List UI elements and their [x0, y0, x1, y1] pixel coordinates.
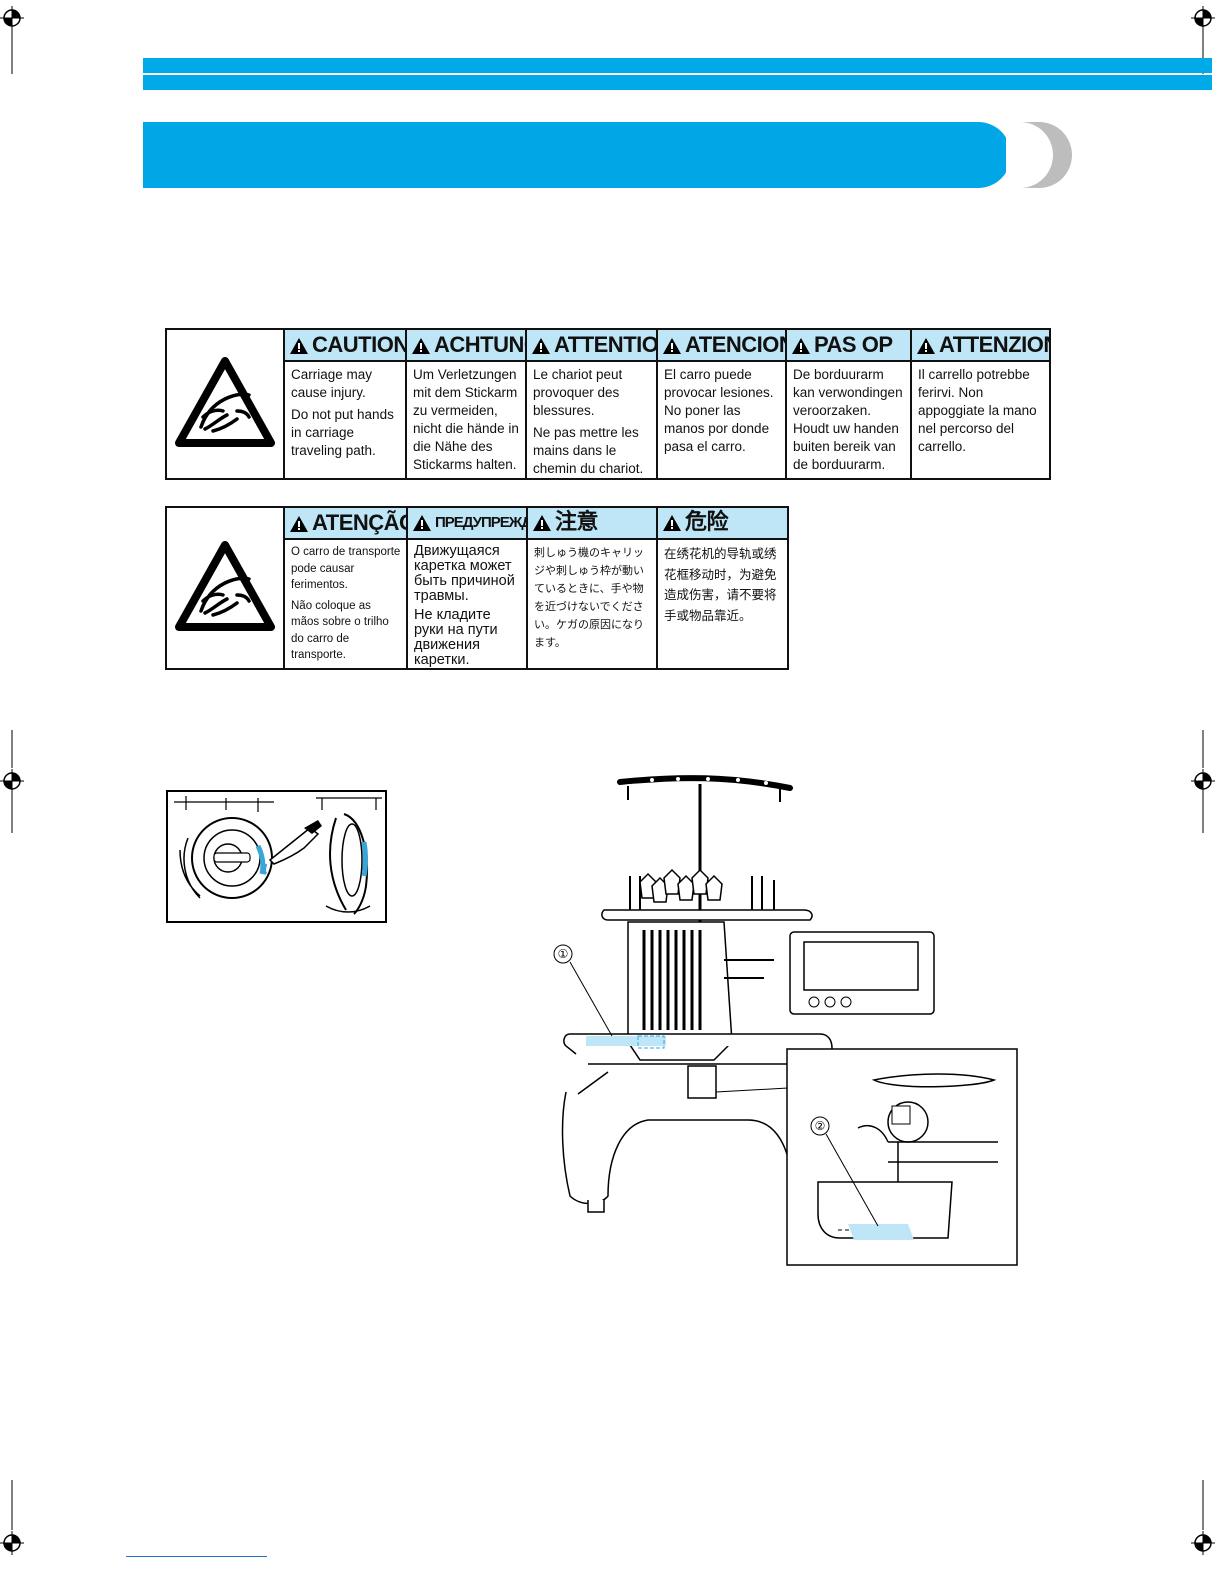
hand-crush-warning-icon — [175, 357, 275, 447]
registration-mark-top-left — [0, 6, 24, 30]
callout-2-label: ② — [815, 1119, 826, 1133]
warning-pictogram-cell — [165, 328, 285, 480]
warning-heading: ПРЕДУПРЕЖДЕНИЕ — [406, 506, 528, 540]
warning-heading: 危险 — [656, 506, 789, 540]
warning-triangle-icon — [411, 337, 431, 355]
warning-triangle-icon — [662, 337, 682, 355]
warning-triangle-icon — [532, 514, 552, 532]
warning-pictogram-cell — [165, 506, 285, 670]
banner-end-cap — [1006, 122, 1072, 188]
registration-mark-bottom-left — [0, 1531, 24, 1555]
warning-triangle-icon — [289, 337, 309, 355]
registration-mark-bottom-right — [1191, 1531, 1215, 1555]
warning-heading: ATTENZIONE — [910, 328, 1051, 362]
warning-heading: ATENCION — [656, 328, 787, 362]
warning-text-chinese: 在绣花机的导轨或绣花框移动时，为避免造成伤害，请不要将手或物品靠近。 — [656, 538, 789, 670]
header-stripe-bottom — [143, 75, 1212, 90]
warning-label-table-1: CAUTION ACHTUNG ATTENTION ATENCION PAS O… — [165, 328, 1051, 480]
warning-text-russian: Движущаяся каретка может быть причиной т… — [406, 538, 528, 670]
embroidery-machine-illustration: ① ② — [553, 775, 1018, 1266]
warning-triangle-icon — [412, 514, 432, 532]
warning-heading: ACHTUNG — [405, 328, 527, 362]
warning-heading: PAS OP — [785, 328, 912, 362]
registration-mark-mid-left — [0, 769, 24, 793]
callout-1-label: ① — [558, 947, 569, 961]
warning-text-french: Le chariot peut provoquer des blessures.… — [525, 360, 658, 480]
warning-label-table-2: ATENÇÃO ПРЕДУПРЕЖДЕНИЕ 注意 危险 O carro de … — [165, 506, 789, 670]
section-title-banner — [143, 122, 1011, 188]
registration-mark-mid-right — [1191, 769, 1215, 793]
warning-triangle-icon — [289, 515, 309, 533]
warning-heading: ATENÇÃO — [283, 506, 408, 540]
warning-triangle-icon — [531, 337, 551, 355]
warning-text-german: Um Verletzungen mit dem Stickarm zu verm… — [405, 360, 527, 480]
rotary-hook-oiling-illustration — [166, 790, 387, 923]
warning-heading: 注意 — [526, 506, 658, 540]
warning-text-dutch: De borduurarm kan verwondingen veroorzak… — [785, 360, 912, 480]
warning-triangle-icon — [662, 514, 682, 532]
warning-heading: ATTENTION — [525, 328, 658, 362]
warning-text-english: Carriage may cause injury.Do not put han… — [283, 360, 407, 480]
warning-triangle-icon — [916, 337, 936, 355]
warning-triangle-icon — [791, 337, 811, 355]
footer-link-underline — [126, 1556, 267, 1557]
header-stripe-top — [143, 58, 1212, 73]
warning-text-portuguese: O carro de transporte pode causar ferime… — [283, 538, 408, 670]
warning-text-italian: Il carrello potrebbe ferirvi. Non appogg… — [910, 360, 1051, 480]
warning-text-japanese: 刺しゅう機のキャリッジや刺しゅう枠が動いているときに、手や物を近づけないでくださ… — [526, 538, 658, 670]
registration-mark-top-right — [1191, 6, 1215, 30]
warning-text-spanish: El carro puede provocar lesiones. No pon… — [656, 360, 787, 480]
hand-crush-warning-icon — [175, 541, 275, 631]
warning-heading: CAUTION — [283, 328, 407, 362]
